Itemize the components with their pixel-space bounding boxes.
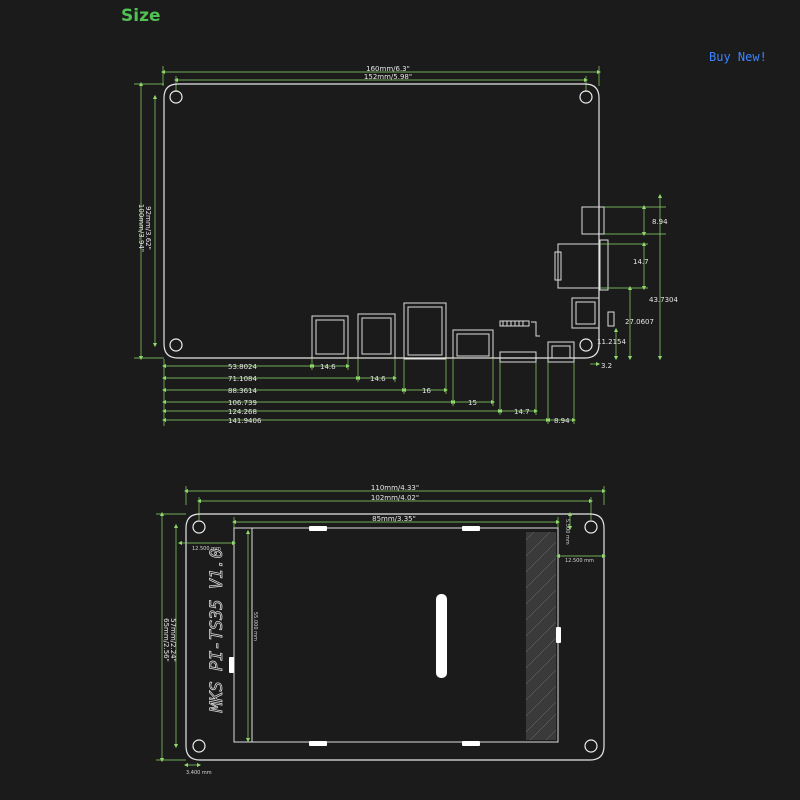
hdim-label: 15 bbox=[468, 399, 477, 407]
hdim-label: 53.8024 bbox=[228, 363, 257, 371]
mount-hole bbox=[579, 90, 593, 104]
board-model-label: MKS PI-TS35 V1.0 bbox=[207, 548, 227, 713]
top-width-outer-label: 160mm/6.3" bbox=[366, 65, 410, 73]
mount-hole bbox=[584, 520, 598, 534]
bottom-board-outline bbox=[185, 513, 605, 761]
top-width-holes-label: 152mm/5.98" bbox=[364, 73, 412, 81]
bottom-width-holes-label: 102mm/4.02" bbox=[371, 494, 419, 502]
screen-width-label: 85mm/3.35" bbox=[372, 515, 416, 523]
mount-hole bbox=[192, 739, 206, 753]
horizontal-dims: 53.8024 14.6 71.1084 14.6 88.3614 16 106… bbox=[161, 358, 577, 426]
top-board-drawing: 160mm/6.3" 152mm/5.98" 92mm/3.62" 100mm/… bbox=[134, 65, 678, 426]
right-dim-label: 14.7 bbox=[633, 258, 649, 266]
hdim-label: 71.1084 bbox=[228, 375, 257, 383]
offset-top-label: 5.500 mm bbox=[564, 519, 570, 545]
bottom-width-outer-label: 110mm/4.33" bbox=[371, 484, 419, 492]
top-height-holes-label: 92mm/3.62" bbox=[144, 206, 152, 250]
bottom-height-holes-label: 57mm/2.24" bbox=[169, 618, 177, 662]
hdim-label: 14.6 bbox=[370, 375, 386, 383]
center-slot bbox=[436, 594, 447, 678]
lcd-flex-hatching bbox=[525, 531, 557, 741]
right-dim-label: 3.2 bbox=[601, 362, 612, 370]
bottom-board-drawing: 110mm/4.33" 102mm/4.02" 85mm/3.35" 57mm/… bbox=[156, 484, 607, 776]
lcd-screen-area bbox=[233, 527, 559, 743]
page-title: Size bbox=[121, 6, 161, 26]
hdim-label: 14.7 bbox=[514, 408, 530, 416]
hdim-label: 141.9406 bbox=[228, 417, 262, 425]
offset-left-label: 12.500 mm bbox=[192, 546, 221, 552]
screen-tab bbox=[229, 657, 234, 673]
top-height-outer-label: 100mm/3.94" bbox=[137, 204, 145, 252]
top-board-outline bbox=[163, 83, 600, 359]
hdim-label: 124.268 bbox=[228, 408, 257, 416]
hdim-label: 14.6 bbox=[320, 363, 336, 371]
mount-hole bbox=[579, 338, 593, 352]
buy-new-link[interactable]: Buy New! bbox=[709, 50, 767, 64]
right-dim-label: 27.0607 bbox=[625, 318, 654, 326]
screen-tab bbox=[556, 627, 561, 643]
offset-right-label: 12.500 mm bbox=[565, 558, 594, 564]
right-ports bbox=[554, 206, 615, 329]
hdim-label: 16 bbox=[422, 387, 431, 395]
screen-tab bbox=[309, 741, 327, 746]
hdim-label: 88.3614 bbox=[228, 387, 257, 395]
bottom-height-outer-label: 65mm/2.56" bbox=[162, 618, 170, 662]
mount-hole bbox=[169, 338, 183, 352]
screen-tab bbox=[462, 741, 480, 746]
screen-height-label: 55.000 mm bbox=[252, 612, 258, 641]
mount-hole bbox=[169, 90, 183, 104]
right-dim-label: 11.2154 bbox=[597, 338, 626, 346]
mount-hole bbox=[192, 520, 206, 534]
hdim-label: 106.739 bbox=[228, 399, 257, 407]
offset-bottom-label: 3.400 mm bbox=[186, 770, 212, 776]
screen-tab bbox=[462, 526, 480, 531]
hdim-label: 8.94 bbox=[554, 417, 570, 425]
bottom-ports bbox=[311, 302, 575, 363]
mount-hole bbox=[584, 739, 598, 753]
right-dim-label: 43.7304 bbox=[649, 296, 678, 304]
right-dim-label: 8.94 bbox=[652, 218, 668, 226]
screen-tab bbox=[309, 526, 327, 531]
lcd-active-area bbox=[251, 527, 559, 743]
